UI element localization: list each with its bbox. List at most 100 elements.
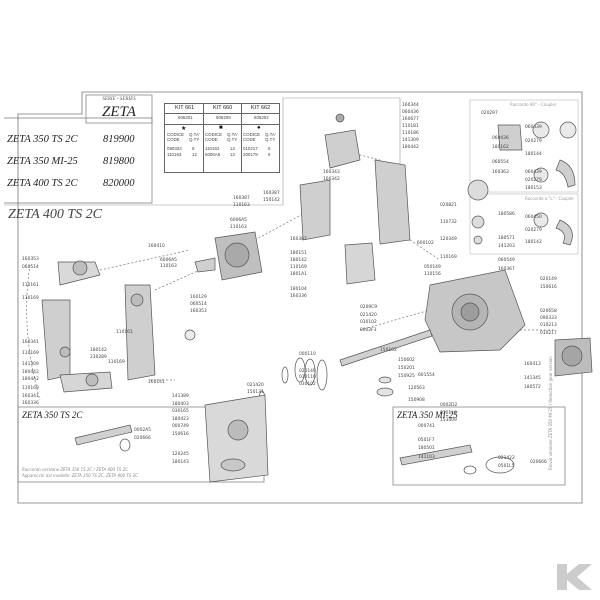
part-number-label: 0209C9 [360, 305, 378, 310]
model-name: ZETA 400 TS 2C [7, 178, 78, 189]
left-manifold-drawing [41, 260, 196, 393]
part-number-label: 020149 [540, 277, 557, 282]
part-number-label: 000741 [418, 424, 435, 429]
kit-row-divider [165, 113, 279, 114]
kit-cell: 12 [192, 152, 197, 157]
part-number-label: 030102 [299, 382, 316, 387]
part-number-label: 141203 [498, 244, 515, 249]
part-number-label: 180442 [22, 370, 39, 375]
kit-ref: 606202 [254, 115, 269, 120]
part-number-label: 160336 [290, 294, 307, 299]
part-number-label: 060514 [190, 302, 207, 307]
part-number-label: 141345 [524, 376, 541, 381]
part-number-label: 030102 [360, 320, 377, 325]
section-title-right-box: ZETA 350 MI-25 [397, 410, 458, 420]
section-title-left-box: ZETA 350 TS 2C [22, 410, 83, 420]
kit-cell: 12 [230, 146, 235, 151]
part-number-label: 160413 [524, 362, 541, 367]
kit-cell: 12 [230, 152, 235, 157]
part-number-label: 0501L5 [498, 464, 515, 469]
part-number-label: 141103 [418, 455, 435, 460]
kit-cell: 110163 [167, 152, 182, 157]
part-number-label: 1804A2 [22, 377, 39, 382]
part-number-label: 153409 [440, 418, 457, 423]
gearbox-drawing [554, 337, 593, 377]
part-number-label: 090333 [540, 316, 557, 321]
part-number-label: 110181 [402, 124, 419, 129]
part-number-label: 010213 [540, 323, 557, 328]
part-number-label: 120563 [408, 386, 425, 391]
part-number-label: 060514 [22, 265, 39, 270]
seal-rings-drawing [119, 357, 515, 475]
kit-col-header: Q.TA' Q.TY [227, 132, 238, 142]
kit-col-header: CODICE CODE [205, 132, 223, 142]
part-number-label: 060436 [402, 110, 419, 115]
part-number-label: 150201 [398, 366, 415, 371]
flange-drawing [204, 394, 269, 483]
part-number-label: 110169 [22, 351, 39, 356]
part-number-label: 030148 [440, 411, 457, 416]
model-code: 819800 [103, 156, 135, 167]
kit-ref: 606201 [178, 115, 193, 120]
part-number-label: 160353 [22, 257, 39, 262]
part-number-label: 180501 [418, 446, 435, 451]
part-number-label: 180142 [525, 240, 542, 245]
part-number-label: 230289 [90, 355, 107, 360]
part-number-label: 180162 [492, 145, 509, 150]
part-number-label: 0002D2 [440, 403, 458, 408]
part-number-label: 110156 [424, 272, 441, 277]
part-number-label: 020658 [540, 309, 557, 314]
part-number-label: 180142 [290, 258, 307, 263]
part-number-label: 0501F7 [418, 438, 435, 443]
part-number-label: 110169 [290, 265, 307, 270]
part-number-label: 1801A1 [290, 272, 307, 277]
kit-col-header: CODICE CODE [167, 132, 185, 142]
part-number-label: 160410 [148, 244, 165, 249]
part-number-label: 180153 [525, 186, 542, 191]
kit-symbol-dot: ● [257, 125, 261, 131]
kit-cell: 200179 [243, 152, 258, 157]
kit-cell: 010217 [243, 146, 258, 151]
kit-cell: 110163 [205, 146, 220, 151]
model-name: ZETA 350 TS 2C [7, 134, 78, 145]
part-number-label: 020149 [299, 369, 316, 374]
part-number-label: 180144 [525, 152, 542, 157]
part-number-label: 030110 [299, 375, 316, 380]
note-version-2: Apparecchi dal modello: ZETA 350 TS 2C, … [22, 473, 138, 478]
part-number-label: 160387 [263, 191, 280, 196]
part-number-label: 020666 [530, 460, 547, 465]
part-number-label: 110732 [440, 220, 457, 225]
part-number-label: 110163 [160, 264, 177, 269]
brand-logo-mark [557, 564, 592, 590]
part-number-label: 180104 [290, 287, 307, 292]
part-number-label: 180142 [90, 348, 107, 353]
part-number-label: 180442 [402, 145, 419, 150]
part-number-label: 160387 [290, 237, 307, 242]
part-number-label: 180586 [498, 212, 515, 217]
part-number-label: 160677 [402, 117, 419, 122]
part-number-label: 150602 [398, 358, 415, 363]
part-number-label: 6006A5 [230, 218, 247, 223]
part-number-label: 110169 [22, 386, 39, 391]
part-number-label: 060450 [525, 215, 542, 220]
kit-symbol-square: ■ [219, 125, 223, 131]
part-number-label: 160363 [492, 170, 509, 175]
center-head-drawing [194, 231, 263, 281]
part-number-label: 601554 [418, 373, 435, 378]
part-number-label: 110186 [402, 131, 419, 136]
model-name: ZETA 350 MI-25 [7, 156, 78, 167]
kit-cell: 6006A5 [205, 152, 221, 157]
part-number-label: 060549 [498, 258, 515, 263]
top-manifold-drawing [299, 113, 411, 285]
part-number-label: 160344 [402, 103, 419, 108]
brand-logo [555, 562, 593, 592]
part-number-label: 030165 [172, 409, 189, 414]
kit-title: KIT 660 [213, 105, 233, 111]
section-title-main: ZETA 400 TS 2C [8, 207, 103, 222]
kit-column-divider [241, 104, 242, 172]
part-number-label: 141309 [402, 138, 419, 143]
crankcase-drawing [424, 179, 526, 353]
part-number-label: 600102 [417, 241, 434, 246]
